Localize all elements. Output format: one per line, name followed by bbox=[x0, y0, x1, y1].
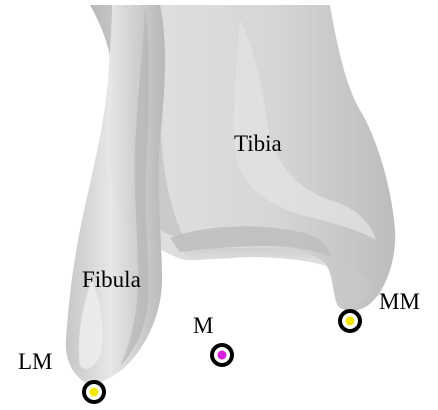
midpoint-label: M bbox=[193, 313, 213, 338]
fibula-label: Fibula bbox=[82, 267, 141, 292]
fibula-bone bbox=[66, 5, 165, 386]
tibia-label: Tibia bbox=[234, 131, 282, 156]
lateral-malleolus-marker bbox=[84, 382, 104, 402]
lateral-malleolus-label: LM bbox=[18, 349, 53, 374]
lateral-malleolus-dot bbox=[90, 388, 99, 397]
medial-malleolus-dot bbox=[346, 317, 355, 326]
midpoint-marker bbox=[212, 345, 232, 365]
medial-malleolus-label: MM bbox=[379, 289, 420, 314]
medial-malleolus-marker bbox=[340, 311, 360, 331]
midpoint-dot bbox=[218, 351, 227, 360]
